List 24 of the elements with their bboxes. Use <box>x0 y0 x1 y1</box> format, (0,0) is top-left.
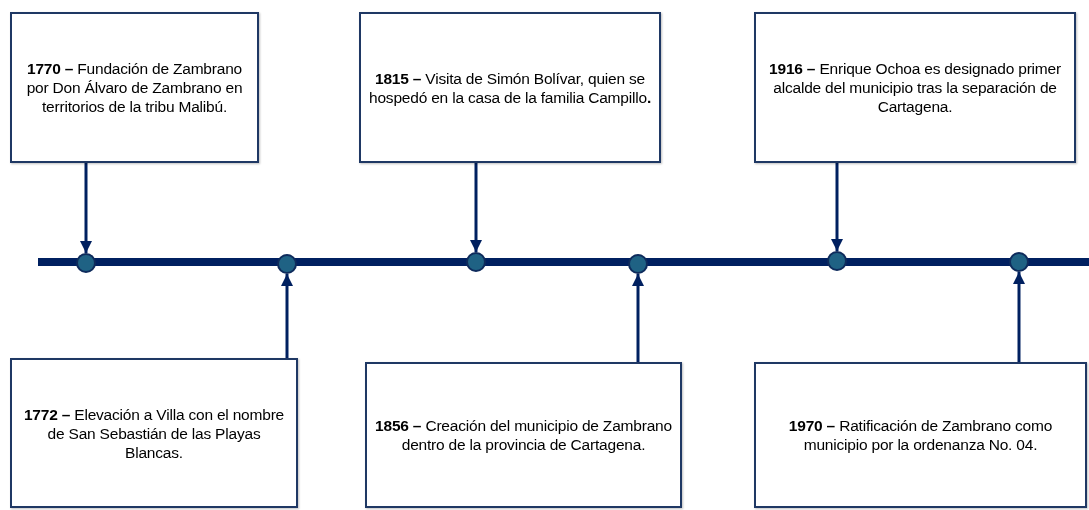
timeline-marker <box>1009 252 1029 272</box>
timeline-marker <box>827 251 847 271</box>
arrow <box>80 163 92 253</box>
arrow <box>632 274 644 362</box>
event-text: 1970 – Ratificación de Zambrano como municipio por la ordenanza No. 04. <box>787 416 1054 454</box>
event-box <box>365 362 682 508</box>
event-text: 1815 – Visita de Simón Bolívar, quien se hospedó en la casa de la familia Campillo. <box>369 68 651 107</box>
arrow <box>1013 272 1025 362</box>
event-box <box>754 362 1087 508</box>
timeline-marker <box>277 254 297 274</box>
timeline-marker <box>628 254 648 274</box>
arrow <box>831 163 843 251</box>
event-box <box>359 12 661 163</box>
timeline-marker <box>76 253 96 273</box>
timeline-marker <box>466 252 486 272</box>
arrow <box>470 163 482 252</box>
event-box <box>10 12 259 163</box>
event-text: 1856 – Creación del municipio de Zambrano dentro de la provincia de Cartagena. <box>375 416 672 454</box>
event-text: 1916 – Enrique Ochoa es designado primer alcalde del municipio tras la separación de Cartagena. <box>768 59 1062 116</box>
event-text: 1770 – Fundación de Zambrano por Don Álvaro de Zambrano en territorios de la tribu Malibú. <box>25 59 244 116</box>
event-text: 1772 – Elevación a Villa con el nombre de San Sebastián de las Playas Blancas. <box>22 404 286 462</box>
event-box <box>10 358 298 508</box>
event-box <box>754 12 1076 163</box>
arrow <box>281 274 293 358</box>
